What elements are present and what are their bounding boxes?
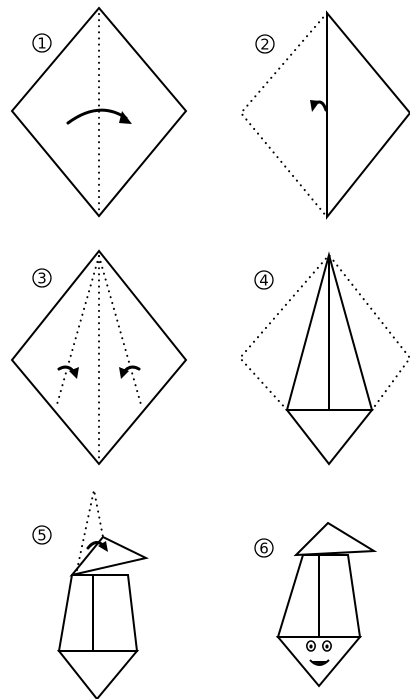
step-2-number: 2	[260, 36, 270, 54]
step-4-number-badge: 4	[255, 271, 273, 290]
left-pupil	[309, 645, 312, 649]
step-4: 4	[240, 255, 410, 464]
step-1-number-badge: 1	[33, 34, 51, 53]
step-3-number: 3	[37, 270, 47, 288]
step-2: 2	[241, 13, 410, 217]
step-5: 5	[33, 490, 146, 699]
fold-in-right-arrow-icon	[119, 367, 139, 379]
step-3-number-badge: 3	[33, 269, 51, 288]
unfolded-half-outline	[241, 13, 327, 217]
folded-half-triangle	[327, 13, 410, 217]
body-trapezoid	[59, 575, 137, 651]
bottom-triangle	[59, 651, 137, 699]
step-4-number: 4	[259, 272, 269, 290]
bottom-triangle	[287, 410, 372, 464]
step-6: 6	[255, 523, 374, 686]
step-6-number: 6	[259, 540, 269, 558]
tip-fold-guide-outline	[77, 490, 103, 570]
step-5-number: 5	[37, 527, 47, 545]
step-1-number: 1	[37, 35, 47, 53]
hat-triangle	[296, 523, 374, 555]
unfold-left-arrow-icon	[310, 100, 326, 112]
fold-in-left-arrow-icon	[59, 367, 79, 379]
step-1: 1	[12, 8, 186, 216]
face-icon	[307, 641, 331, 665]
right-pupil	[325, 645, 328, 649]
step-3: 3	[12, 251, 186, 464]
folded-tip-hat	[72, 537, 146, 575]
fold-right-arrow-icon	[68, 110, 132, 124]
step-2-number-badge: 2	[256, 35, 274, 54]
step-5-number-badge: 5	[33, 526, 51, 545]
step-6-number-badge: 6	[255, 539, 273, 558]
